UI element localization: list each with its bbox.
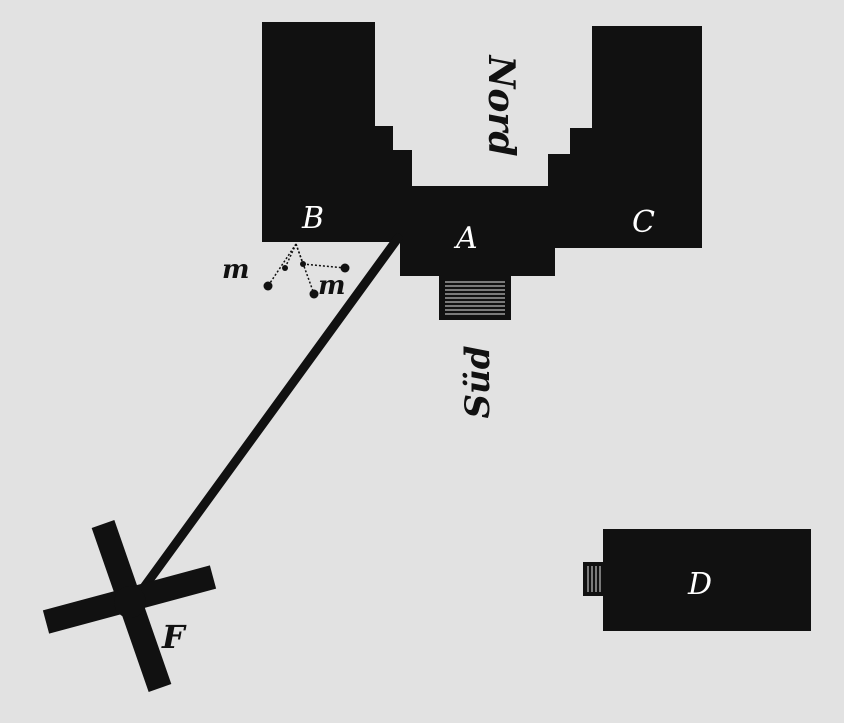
label-south: Süd — [458, 345, 498, 418]
building-b — [262, 22, 412, 242]
label-building-d: D — [687, 567, 712, 602]
label-building-c: C — [632, 205, 655, 240]
label-building-a: A — [453, 221, 478, 256]
measure-point-dots — [263, 261, 350, 299]
label-building-b: B — [301, 201, 324, 236]
label-point-m-left: m — [222, 255, 250, 285]
measure-points — [267, 243, 346, 295]
building-d — [603, 529, 811, 631]
south-annex-hatching — [445, 281, 505, 315]
cross-marker-center — [114, 586, 146, 618]
label-marker-f: F — [161, 618, 187, 656]
building-a — [400, 186, 555, 276]
building-d-annex — [583, 562, 605, 596]
building-c — [548, 26, 702, 248]
label-point-m-right: m — [318, 271, 346, 301]
label-north: Nord — [480, 54, 522, 156]
building-d-annex-hatching — [587, 566, 601, 592]
sight-line — [137, 233, 403, 595]
